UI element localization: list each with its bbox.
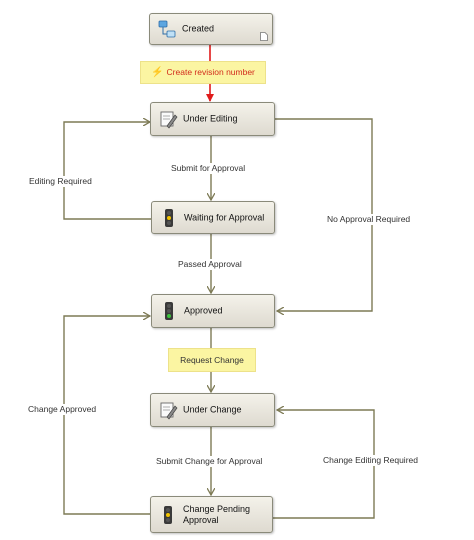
transition-request-change[interactable]: Request Change [168,348,256,372]
transition-change-editing-required[interactable]: Change Editing Required [321,455,420,466]
state-under-editing[interactable]: Under Editing [150,102,275,136]
state-approved[interactable]: Approved [151,294,275,328]
state-label: Under Change [183,404,242,415]
transition-create-revision-number[interactable]: ⚡Create revision number [140,61,266,84]
traffic-light-icon [165,208,173,227]
state-label: Under Editing [183,113,238,124]
state-label: Waiting for Approval [184,212,265,222]
state-change-pending-approval[interactable]: Change Pending Approval [150,496,273,533]
state-label: Created [182,23,215,34]
transition-editing-required[interactable]: Editing Required [27,176,94,187]
state-label: Change Pending Approval [183,503,251,525]
connector-editing-required [63,122,151,220]
state-under-change[interactable]: Under Change [150,393,275,427]
edit-document-icon [160,402,178,420]
transition-passed-approval[interactable]: Passed Approval [176,259,244,270]
traffic-light-icon [164,505,172,524]
workflow-icon [158,20,176,38]
transition-no-approval-required[interactable]: No Approval Required [325,214,413,225]
transition-change-approved[interactable]: Change Approved [26,404,99,415]
edit-document-icon [160,111,178,129]
transition-submit-for-approval[interactable]: Submit for Approval [169,163,248,174]
state-label: Approved [184,305,223,316]
connector-change-approved [63,316,152,515]
transition-submit-change-for-approval[interactable]: Submit Change for Approval [154,456,265,467]
lightning-icon: ⚡ [151,67,164,78]
state-waiting-for-approval[interactable]: Waiting for Approval [151,201,275,234]
traffic-light-icon [165,302,173,320]
document-icon [260,32,268,41]
state-created[interactable]: Created [149,13,273,45]
transition-label: Create revision number [166,67,255,77]
